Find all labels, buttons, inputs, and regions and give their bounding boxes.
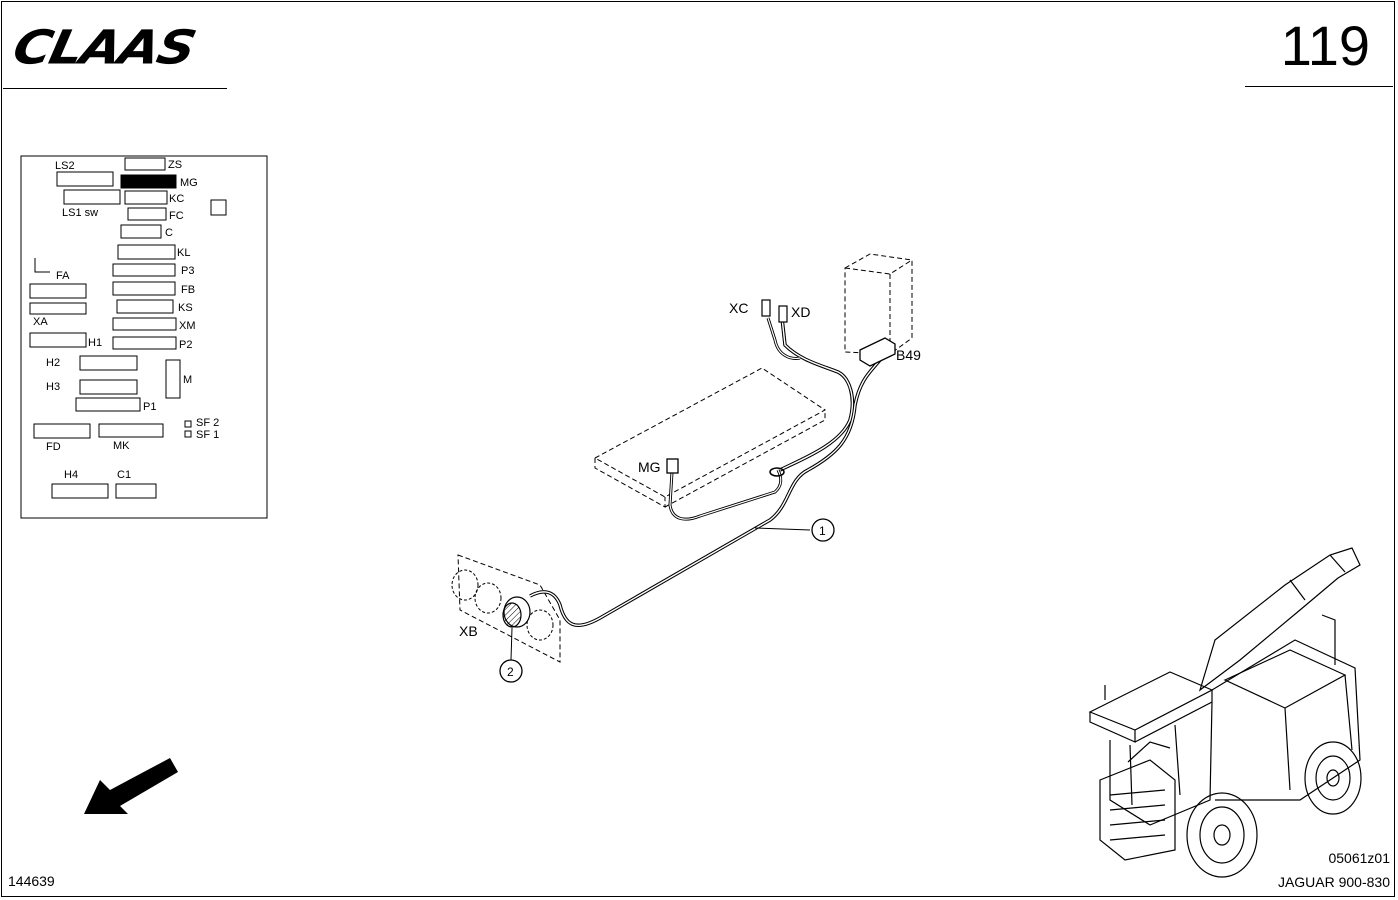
document-id: 144639 bbox=[8, 873, 55, 889]
label-fc: FC bbox=[169, 210, 184, 222]
platform-dashed-box bbox=[593, 367, 826, 508]
label-mk: MK bbox=[113, 440, 130, 452]
xb-connector bbox=[502, 596, 531, 628]
label-fa: FA bbox=[56, 270, 70, 282]
label-c: C bbox=[165, 227, 173, 239]
label-ls1sw: LS1 sw bbox=[62, 207, 98, 219]
label-ls2: LS2 bbox=[55, 160, 75, 172]
direction-arrow-icon bbox=[84, 758, 178, 814]
callout-1-circle bbox=[811, 518, 835, 542]
connector-ls1sw bbox=[63, 189, 121, 205]
connector-p1 bbox=[75, 397, 141, 412]
gauges bbox=[451, 569, 554, 641]
label-mg: MG bbox=[180, 177, 198, 189]
housing-dashed-box bbox=[844, 253, 913, 355]
connector-xm bbox=[112, 317, 177, 331]
mg-connector bbox=[666, 458, 679, 474]
label-h2: H2 bbox=[46, 357, 60, 369]
label-xc: XC bbox=[729, 300, 748, 316]
b49-sensor bbox=[859, 337, 896, 367]
connector-c bbox=[120, 224, 162, 239]
cable-mg-branch bbox=[668, 317, 801, 521]
label-m: M bbox=[183, 374, 192, 386]
locator-panel-border bbox=[20, 155, 268, 519]
cable-main bbox=[529, 317, 882, 628]
connector-ks bbox=[116, 299, 174, 314]
label-b49: B49 bbox=[896, 347, 921, 363]
label-sf1: SF 1 bbox=[196, 429, 219, 441]
connector-ls2 bbox=[56, 171, 114, 187]
label-kc: KC bbox=[169, 193, 184, 205]
grommet bbox=[769, 467, 785, 477]
cable-main-inner bbox=[529, 317, 881, 627]
connector-h3 bbox=[79, 379, 138, 395]
harvester-illustration bbox=[1088, 547, 1362, 878]
connector-m bbox=[165, 359, 181, 399]
label-zs: ZS bbox=[168, 159, 182, 171]
connector-fd bbox=[33, 423, 91, 439]
figure-code: 05061z01 bbox=[1328, 850, 1390, 866]
xb-dashed-panel bbox=[457, 554, 561, 663]
connector-fb bbox=[112, 281, 176, 296]
label-xd: XD bbox=[791, 304, 810, 320]
label-h3: H3 bbox=[46, 381, 60, 393]
connector-square bbox=[210, 199, 227, 216]
label-p2: P2 bbox=[179, 339, 192, 351]
connector-kl bbox=[117, 244, 176, 260]
label-xa: XA bbox=[33, 316, 48, 328]
callout-1: 1 bbox=[819, 524, 826, 538]
leader-lines bbox=[510, 527, 811, 661]
connector-p3 bbox=[112, 263, 176, 277]
header-rule-right bbox=[1245, 86, 1393, 87]
locator-panel bbox=[20, 155, 268, 519]
harness-diagram bbox=[451, 253, 913, 683]
connector-fa bbox=[34, 258, 50, 273]
label-h4: H4 bbox=[64, 469, 78, 481]
connector-sf2 bbox=[184, 420, 192, 428]
locator-labels: LS2 ZS MG LS1 sw KC FC C KL FA P3 FB KS … bbox=[33, 159, 219, 481]
connector-fa-box bbox=[29, 283, 87, 299]
connector-sf1 bbox=[184, 430, 192, 438]
label-xm: XM bbox=[179, 320, 196, 332]
label-fd: FD bbox=[46, 441, 61, 453]
label-xb: XB bbox=[459, 623, 478, 639]
label-c1: C1 bbox=[117, 469, 131, 481]
connector-h2 bbox=[79, 355, 138, 371]
diagram-labels: XC XD B49 MG XB 1 2 bbox=[459, 300, 921, 679]
connector-h1 bbox=[29, 332, 87, 348]
connector-kc bbox=[124, 190, 168, 205]
label-sf2: SF 2 bbox=[196, 417, 219, 429]
header-rule-left bbox=[3, 88, 227, 89]
connector-mg-highlight bbox=[120, 174, 177, 189]
label-kl: KL bbox=[177, 247, 190, 259]
callout-2-circle bbox=[499, 659, 523, 683]
callout-2: 2 bbox=[507, 665, 514, 679]
model-name: JAGUAR 900-830 bbox=[1277, 874, 1390, 890]
connector-c1 bbox=[115, 483, 157, 499]
connector-zs bbox=[124, 157, 166, 171]
connector-p2 bbox=[112, 336, 177, 350]
label-h1: H1 bbox=[88, 337, 102, 349]
label-mg-diagram: MG bbox=[638, 459, 661, 475]
connector-fc bbox=[127, 207, 167, 221]
connector-xa bbox=[29, 302, 87, 315]
xd-plug bbox=[778, 305, 788, 323]
connector-h4 bbox=[51, 483, 109, 499]
label-p3: P3 bbox=[181, 265, 194, 277]
page-number: 119 bbox=[1280, 14, 1370, 77]
xc-plug bbox=[761, 299, 771, 317]
label-ks: KS bbox=[178, 302, 193, 314]
label-p1: P1 bbox=[143, 401, 156, 413]
label-fb: FB bbox=[181, 284, 195, 296]
connector-mk bbox=[98, 423, 164, 438]
